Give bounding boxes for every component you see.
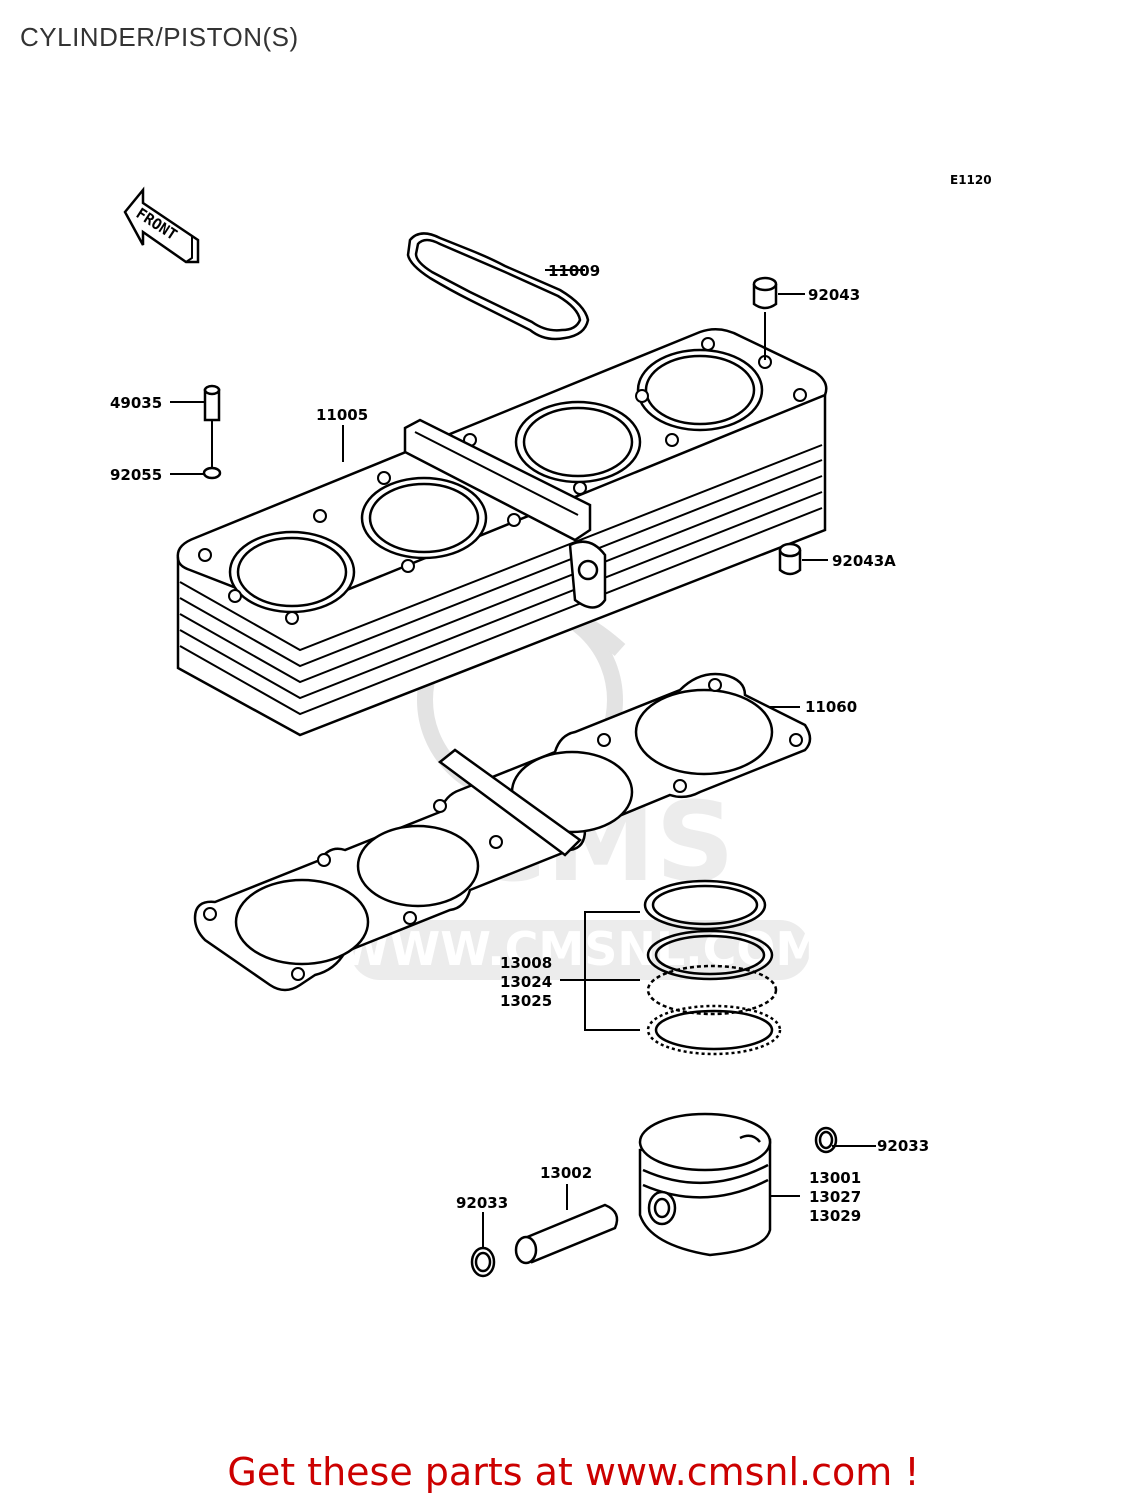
diagram-code: E1120: [950, 173, 992, 187]
label-92043: 92043: [808, 286, 860, 304]
watermark-banner: [350, 920, 810, 980]
part-11005-cylinder-block: [176, 328, 828, 737]
label-92033-left: 92033: [456, 1194, 508, 1212]
label-13024: 13024: [500, 973, 552, 991]
label-92043A: 92043A: [832, 552, 896, 570]
label-13008: 13008: [500, 954, 552, 972]
part-92043A-dowel: [778, 542, 802, 576]
label-92033-right: 92033: [877, 1137, 929, 1155]
part-92033-circlip-left: [470, 1246, 496, 1278]
label-49035: 49035: [110, 394, 162, 412]
label-13001: 13001: [809, 1169, 861, 1187]
label-13002: 13002: [540, 1164, 592, 1182]
label-11060: 11060: [805, 698, 857, 716]
label-13027: 13027: [809, 1188, 861, 1206]
watermark-url: WWW.CMSNL.COM: [339, 922, 822, 976]
label-13025: 13025: [500, 992, 552, 1010]
part-13008-piston-rings: [643, 879, 782, 1056]
part-13002-piston-pin: [514, 1203, 619, 1265]
label-11005: 11005: [316, 406, 368, 424]
part-13001-piston: [638, 1112, 772, 1257]
part-11009-gasket: [406, 232, 590, 341]
part-92055-oring: [202, 466, 222, 480]
promo-link[interactable]: Get these parts at www.cmsnl.com !: [227, 1450, 920, 1494]
front-arrow-icon: FRONT: [123, 186, 200, 264]
leader-lines: [170, 269, 876, 1248]
page-title: CYLINDER/PISTON(S): [20, 22, 299, 52]
part-49035-dowel: [203, 384, 221, 422]
part-92043-dowel: [752, 276, 778, 310]
promo-banner: Get these parts at www.cmsnl.com !: [0, 1450, 1147, 1494]
label-13029: 13029: [809, 1207, 861, 1225]
label-11009: 11009: [548, 262, 600, 280]
label-92055: 92055: [110, 466, 162, 484]
part-11060-base-gasket: [193, 672, 812, 992]
part-92033-circlip-right: [814, 1126, 838, 1154]
